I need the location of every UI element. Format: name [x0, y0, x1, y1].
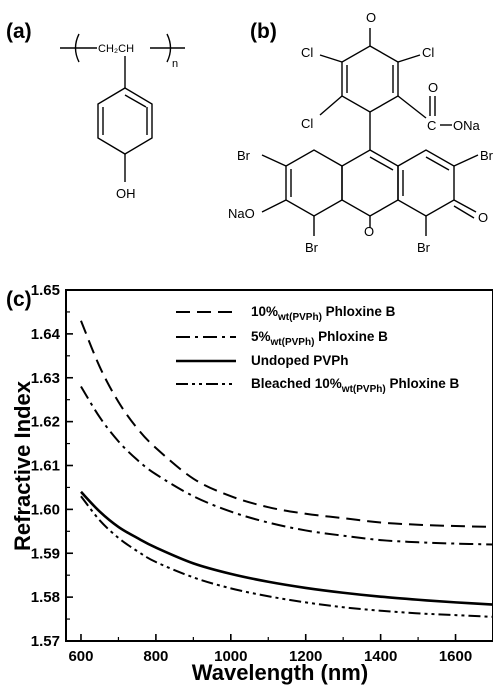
- atom-o-right: O: [478, 210, 488, 225]
- central-ring: [341, 149, 399, 217]
- atom-o-ring: O: [364, 224, 374, 239]
- upper-ring: [341, 45, 399, 113]
- y-tick-label: 1.60: [31, 501, 60, 518]
- bond-carbonyl: [397, 95, 427, 119]
- legend-label-1: 10%wt(PVPh) Phloxine B: [251, 304, 396, 323]
- legend-label-suffix: Phloxine B: [314, 329, 388, 344]
- legend-label-subscript: wt(PVPh): [270, 337, 315, 348]
- repeat-n-label: n: [172, 58, 178, 70]
- benzene-ring-a: [97, 87, 153, 155]
- legend-label-3: Undoped PVPh: [251, 353, 349, 368]
- legend-label-4: Bleached 10%wt(PVPh) Phloxine B: [251, 376, 459, 395]
- y-tick-label: 1.58: [31, 589, 60, 606]
- right-ring-double: [425, 156, 450, 171]
- legend: 10%wt(PVPh) Phloxine B5%wt(PVPh) Phloxin…: [176, 304, 459, 395]
- legend-label-prefix: Bleached 10%: [251, 376, 342, 391]
- y-axis: 1.57 1.58 1.59 1.60 1.61 1.62 1.63 1.64 1.65: [31, 282, 73, 650]
- x-axis-title: Wavelength (nm): [192, 660, 368, 685]
- atom-cl-left-bottom: Cl: [301, 116, 313, 131]
- x-tick-label: 600: [68, 648, 93, 665]
- series-group: [80, 320, 493, 618]
- series-line-2: [80, 386, 493, 546]
- bond-nao: [261, 199, 287, 213]
- x-tick-label: 1600: [439, 648, 472, 665]
- bond-o-right-1: [453, 199, 477, 213]
- y-tick-label: 1.65: [31, 282, 60, 299]
- y-tick-label: 1.64: [31, 326, 61, 343]
- right-ring: [397, 149, 455, 217]
- atom-carbonyl-c: C: [427, 118, 436, 133]
- panel-c-label: (c): [6, 288, 32, 311]
- y-tick-label: 1.62: [31, 414, 60, 431]
- left-ring: [285, 149, 343, 217]
- atom-carbonyl-o: O: [428, 80, 438, 95]
- atom-br-bottom-left: Br: [305, 240, 319, 255]
- y-tick-label: 1.61: [31, 458, 60, 475]
- series-line-4: [80, 495, 493, 618]
- legend-label-suffix: Phloxine B: [322, 304, 396, 319]
- bond-br-left: [261, 154, 287, 167]
- bond-cl-left-top: [319, 54, 343, 63]
- y-tick-label: 1.57: [31, 633, 60, 650]
- x-tick-label: 1200: [289, 648, 322, 665]
- bond-cl-right-top: [397, 54, 421, 63]
- x-tick-label: 800: [143, 648, 168, 665]
- ring-double-bond-3: [124, 94, 147, 108]
- atom-o-top: O: [366, 10, 376, 25]
- panel-b-structure: (b) O Cl Cl Cl C O ONa O Br: [228, 10, 493, 255]
- legend-label-prefix: 5%: [251, 329, 271, 344]
- bond-br-right: [453, 154, 479, 167]
- x-tick-label: 1400: [364, 648, 397, 665]
- atom-cl-right-top: Cl: [422, 45, 434, 60]
- bond-cl-left-bottom: [319, 95, 343, 116]
- y-axis-title: Refractive Index: [10, 380, 35, 551]
- legend-label-2: 5%wt(PVPh) Phloxine B: [251, 329, 388, 348]
- legend-label-subscript: wt(PVPh): [341, 384, 386, 395]
- atom-ona: ONa: [453, 118, 481, 133]
- chain-text: CH₂CH: [98, 43, 134, 55]
- atom-cl-left-top: Cl: [301, 45, 313, 60]
- panel-a-label: (a): [6, 20, 32, 43]
- oh-label: OH: [116, 186, 136, 201]
- series-line-3: [80, 490, 493, 606]
- x-axis: 600 800 1000 1200 1400 1600: [68, 634, 493, 665]
- atom-nao: NaO: [228, 206, 255, 221]
- legend-label-prefix: 10%: [251, 304, 278, 319]
- atom-br-left: Br: [237, 148, 251, 163]
- x-tick-label: 1000: [214, 648, 247, 665]
- series-line-1: [80, 320, 493, 528]
- panel-c-chart: (c) 1.57 1.58 1.59 1.60 1.61 1.62 1.63 1.64 1.65…: [6, 282, 493, 685]
- y-tick-label: 1.59: [31, 545, 60, 562]
- legend-label-suffix: Phloxine B: [386, 376, 460, 391]
- central-ring-double: [369, 156, 394, 171]
- atom-br-right: Br: [480, 148, 493, 163]
- y-tick-label: 1.63: [31, 370, 60, 387]
- panel-b-label: (b): [250, 20, 277, 43]
- legend-label-subscript: wt(PVPh): [277, 312, 322, 323]
- panel-a-structure: (a) CH₂CH n OH: [6, 20, 185, 201]
- bond-o-right-2: [453, 205, 475, 219]
- atom-br-bottom-right: Br: [417, 240, 431, 255]
- legend-label-prefix: Undoped PVPh: [251, 353, 349, 368]
